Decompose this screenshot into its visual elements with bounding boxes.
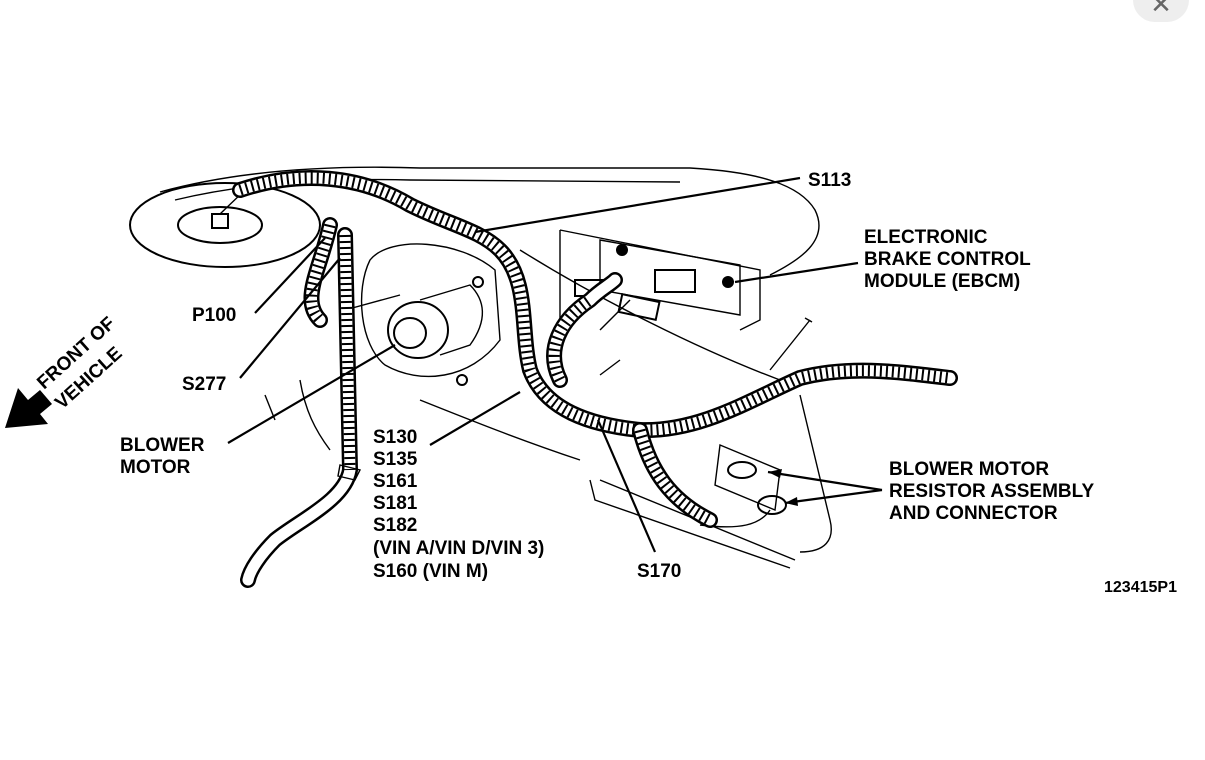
label-splice: S181 (373, 493, 418, 514)
close-icon: ✕ (1150, 0, 1172, 20)
label-splice-vin: (VIN A/VIN D/VIN 3) (373, 538, 544, 559)
label-resistor-line3: AND CONNECTOR (889, 503, 1058, 524)
label-splice: S130 (373, 427, 417, 448)
label-s277: S277 (182, 374, 226, 395)
label-resistor-line2: RESISTOR ASSEMBLY (889, 481, 1095, 502)
label-splice-s160: S160 (VIN M) (373, 561, 488, 582)
strut-tower (129, 182, 321, 268)
label-s113: S113 (808, 170, 851, 191)
label-splice: S135 (373, 449, 418, 470)
leader-lines (227, 176, 883, 553)
label-resistor-line1: BLOWER MOTOR (889, 459, 1049, 480)
close-button[interactable]: ✕ (1133, 0, 1189, 22)
label-ebcm-line2: BRAKE CONTROL (864, 249, 1031, 270)
figure-id: 123415P1 (1104, 579, 1177, 596)
wiring-harness (232, 170, 958, 588)
ebcm-module (574, 239, 741, 321)
label-splice: S182 (373, 515, 417, 536)
label-blower-line1: BLOWER (120, 435, 205, 456)
label-s170: S170 (637, 561, 681, 582)
label-blower-line2: MOTOR (120, 457, 191, 478)
label-splice: S161 (373, 471, 418, 492)
front-of-vehicle-arrow (5, 388, 52, 428)
blower-motor (344, 243, 501, 386)
label-p100: P100 (192, 305, 236, 326)
label-ebcm-line1: ELECTRONIC (864, 227, 988, 248)
label-ebcm-line3: MODULE (EBCM) (864, 271, 1020, 292)
